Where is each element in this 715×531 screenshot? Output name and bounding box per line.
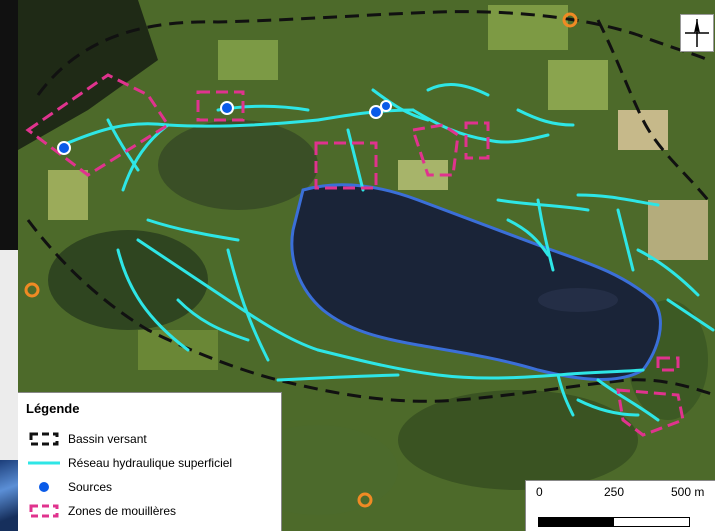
legend-item-sources: Sources <box>24 477 112 497</box>
scale-tick-250: 250 <box>604 485 625 499</box>
left-side-panel <box>0 0 18 531</box>
blue-dot-icon <box>24 477 64 497</box>
legend-label: Sources <box>68 480 113 494</box>
legend-label: Bassin versant <box>68 432 147 446</box>
sources <box>57 100 392 155</box>
legend-item-mouilleres: Zones de mouillères <box>24 501 176 521</box>
stream-network <box>61 83 715 422</box>
scale-tick-0: 0 <box>536 485 543 499</box>
legend-label: Zones de mouillères <box>68 504 177 518</box>
field-patch <box>548 60 608 110</box>
legend-item-reseau: Réseau hydraulique superficiel <box>24 453 232 473</box>
cyan-line-icon <box>24 453 64 473</box>
field-patch <box>618 110 668 150</box>
mouilleres-zones <box>25 73 685 437</box>
forest-patch <box>398 390 638 490</box>
watershed-boundary <box>36 10 709 96</box>
legend-item-bassin-versant: Bassin versant <box>24 429 147 449</box>
dashed-black-box-icon <box>24 429 64 449</box>
watershed-boundary <box>596 19 710 201</box>
forest-patch <box>158 120 318 210</box>
north-arrow <box>680 14 714 52</box>
dark-region <box>18 0 158 150</box>
legend-title: Légende <box>26 401 80 416</box>
side-panel-white <box>0 250 18 460</box>
legend-panel: Légende Bassin versant Réseau hydrauliqu… <box>18 392 282 531</box>
scale-bar-graphic <box>538 517 690 527</box>
dashed-pink-box-icon <box>24 501 64 521</box>
scale-bar: 0 250 500 m <box>525 480 715 531</box>
compass-rose-icon <box>685 19 709 47</box>
field-patch <box>648 200 708 260</box>
field-patch <box>398 160 448 190</box>
legend-label: Réseau hydraulique superficiel <box>68 456 233 470</box>
orange-points <box>24 12 578 508</box>
field-patch <box>138 330 218 370</box>
field-patch <box>48 170 88 220</box>
lake-reflection <box>538 288 618 312</box>
watershed-boundary <box>26 219 715 403</box>
field-patch <box>218 40 278 80</box>
scale-tick-500: 500 m <box>671 485 705 499</box>
side-panel-blue <box>0 460 18 531</box>
